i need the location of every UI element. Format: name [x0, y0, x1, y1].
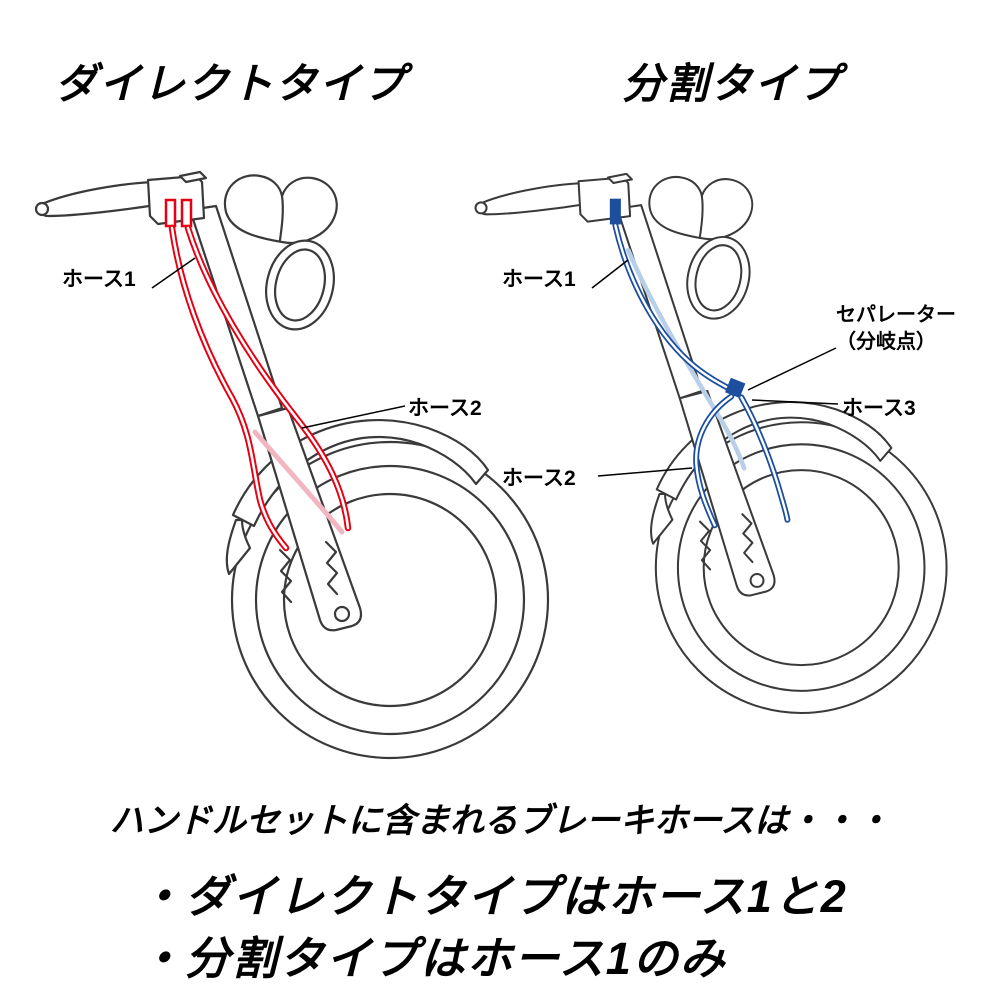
footer-explanation: ハンドルセットに含まれるブレーキホースは・・・: [109, 802, 891, 840]
footer-bullet-split: ・分割タイプはホース1のみ: [138, 933, 727, 984]
label-left-hose1: ホース1: [62, 268, 136, 291]
hose1-direct-inner: [170, 226, 288, 550]
label-right-hose1: ホース1: [502, 268, 576, 291]
leader-lines: [151, 257, 839, 477]
hose2-split-inner: [695, 395, 733, 527]
banjo-fitting-blue: [609, 198, 621, 225]
leader-right-separator: [747, 347, 837, 391]
label-right-hose2: ホース2: [502, 467, 576, 490]
leader-left-hose1: [151, 257, 196, 289]
banjo-fitting-red: [164, 198, 177, 228]
leader-right-hose2: [597, 467, 693, 477]
label-right-separator-line2: （分岐点）: [836, 331, 936, 353]
hose1-split-inner: [614, 224, 734, 392]
split-hose-faint-segment: [625, 247, 747, 471]
label-right-hose3: ホース3: [842, 397, 916, 420]
bike-direct-type: [34, 170, 550, 760]
hose3-split-inner: [740, 396, 789, 521]
leader-right-hose3: [751, 399, 839, 405]
title-direct-type: ダイレクトタイプ: [55, 60, 408, 107]
label-right-separator: セパレーター （分岐点）: [836, 302, 956, 356]
direct-hose-faint-segment: [252, 429, 345, 535]
separator-branch-point: [725, 377, 746, 399]
title-split-type: 分割タイプ: [622, 60, 843, 107]
footer-bullet-direct: ・ダイレクトタイプはホース1と2: [138, 871, 848, 922]
label-right-separator-line1: セパレーター: [836, 304, 956, 326]
banjo-fitting-red: [180, 198, 193, 228]
label-left-hose2: ホース2: [408, 397, 482, 420]
hose2-direct-inner: [186, 226, 350, 530]
leader-left-hose2: [301, 405, 406, 429]
bike-split-type: [474, 172, 948, 714]
leader-right-hose1: [591, 259, 629, 289]
